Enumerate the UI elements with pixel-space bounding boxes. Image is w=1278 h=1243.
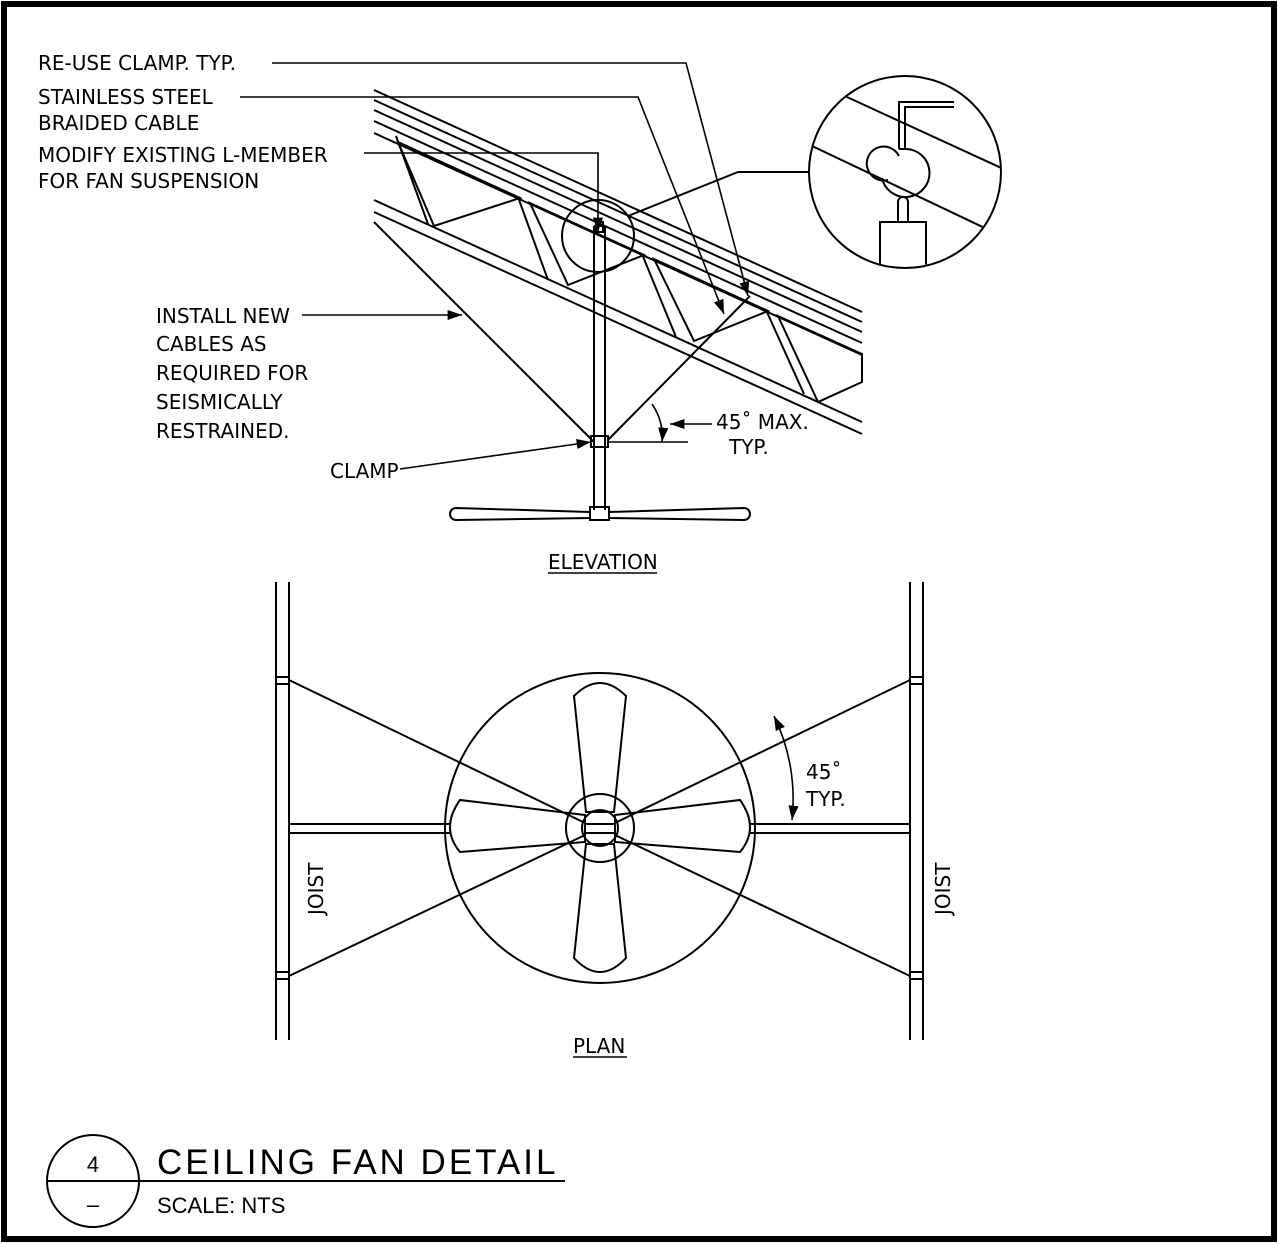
seismic-cables-plan	[288, 679, 911, 977]
view-title-elevation: ELEVATION	[548, 550, 658, 574]
joist-web-members	[395, 135, 863, 404]
joist-bottom-chord	[373, 199, 863, 435]
fan-motor	[589, 506, 610, 521]
label-angle-typ: TYP.	[728, 435, 769, 459]
label-clamp: CLAMP	[330, 459, 399, 483]
detail-title-block: 4 – CEILING FAN DETAIL SCALE: NTS	[46, 1134, 565, 1228]
label-reuse-clamp: RE-USE CLAMP. TYP.	[38, 51, 236, 75]
label-required-for: REQUIRED FOR	[156, 361, 308, 385]
label-seismically: SEISMICALLY	[156, 390, 283, 414]
label-joist-left: JOIST	[304, 862, 328, 917]
fan-downrod	[593, 221, 606, 510]
joist-right	[909, 582, 924, 1040]
detail-scale: SCALE: NTS	[157, 1193, 285, 1218]
label-angle-typ-plan: TYP.	[805, 787, 846, 811]
label-stainless-steel: STAINLESS STEEL	[38, 85, 214, 109]
label-cables-as: CABLES AS	[156, 332, 267, 356]
fan-sweep-circle	[444, 672, 756, 984]
view-title-plan: PLAN	[573, 1034, 625, 1058]
joist-left	[275, 582, 290, 1040]
sheet-reference: –	[87, 1192, 100, 1217]
fan-blades-elevation	[449, 506, 751, 522]
fan-hub-outer	[565, 793, 635, 863]
fan-blades-plan	[449, 682, 751, 973]
label-install-new: INSTALL NEW	[156, 304, 290, 328]
elevation-view	[373, 89, 863, 522]
fan-hub	[581, 809, 619, 847]
plan-view	[275, 582, 924, 1040]
label-modify-existing: MODIFY EXISTING L-MEMBER	[38, 143, 328, 167]
label-angle-45-plan: 45˚	[806, 760, 841, 784]
label-restrained: RESTRAINED.	[156, 419, 289, 443]
label-joist-right: JOIST	[931, 862, 955, 917]
seismic-cables-elevation	[373, 221, 751, 443]
label-braided-cable: BRAIDED CABLE	[38, 111, 199, 135]
leader-lines	[240, 62, 750, 470]
label-fan-suspension: FOR FAN SUSPENSION	[38, 169, 259, 193]
detail-title: CEILING FAN DETAIL	[157, 1143, 559, 1182]
detail-number: 4	[87, 1152, 99, 1177]
label-angle-max: 45˚ MAX.	[716, 410, 809, 434]
hook-detail-callout	[808, 75, 1002, 269]
